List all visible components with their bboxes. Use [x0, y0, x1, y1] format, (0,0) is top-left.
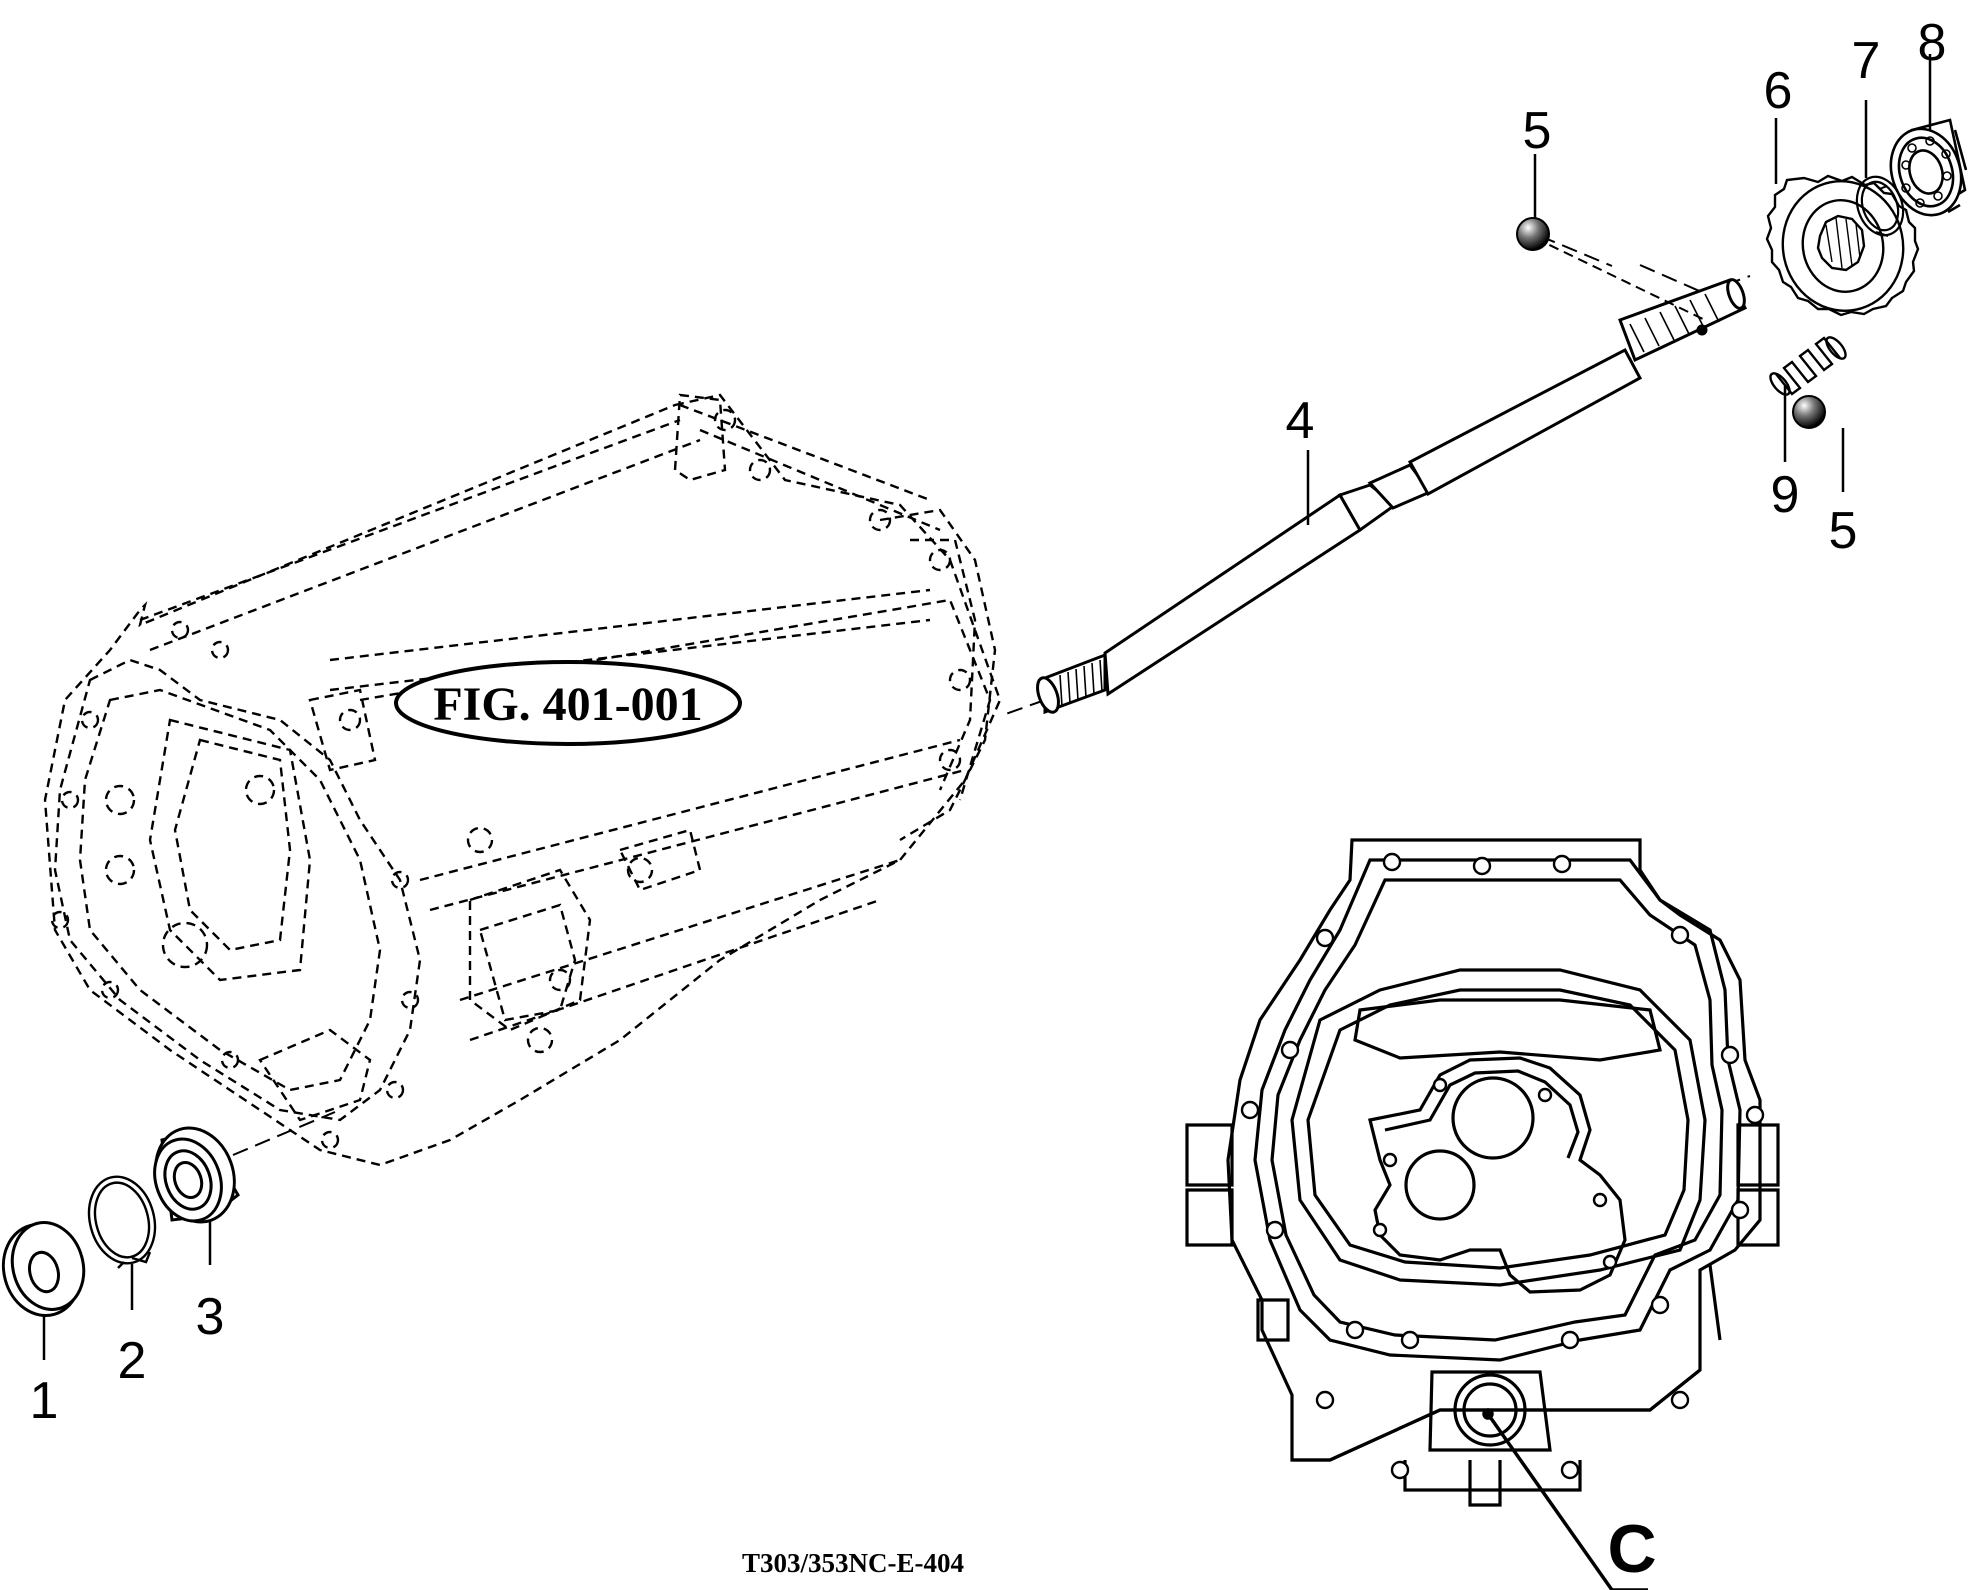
- callout-3: 3: [196, 1288, 225, 1346]
- callout-5-top: 5: [1523, 102, 1552, 160]
- drawing-code: T303/353NC-E-404: [742, 1548, 964, 1578]
- part-2-snap-ring: [87, 1175, 157, 1269]
- housing-view-c: [1185, 838, 1780, 1507]
- part-5-ball-bottom: [1792, 395, 1826, 429]
- figure-reference-callout: FIG. 401-001: [394, 660, 742, 746]
- part-6-gear: [1765, 174, 1920, 317]
- part-1-seal: [1, 1221, 86, 1318]
- callout-9: 9: [1771, 466, 1800, 524]
- callout-7: 7: [1852, 32, 1881, 90]
- callout-8: 8: [1918, 14, 1947, 72]
- part-3-bearing: [153, 1126, 240, 1224]
- callout-4: 4: [1286, 392, 1315, 450]
- part-8-bearing: [1889, 118, 1968, 217]
- callout-leaders: [42, 54, 1932, 1360]
- view-c-leader: [1482, 1408, 1648, 1590]
- callout-numbers: 1 2 3 4 5 5 6 7 8 9: [30, 14, 1947, 1430]
- ball-top-leader: [1534, 237, 1706, 321]
- part-5-ball-top: [1516, 217, 1550, 251]
- callout-5-bottom: 5: [1829, 502, 1858, 560]
- view-c-label: C: [1607, 1511, 1656, 1587]
- callout-1: 1: [30, 1372, 59, 1430]
- transmission-case-phantom: [43, 393, 1002, 1167]
- callout-6: 6: [1764, 62, 1793, 120]
- housing-view-c-bolt-holes: [1240, 852, 1765, 1480]
- part-9-spring: [1769, 336, 1847, 396]
- figure-reference-text: FIG. 401-001: [433, 678, 702, 731]
- callout-2: 2: [118, 1332, 147, 1390]
- part-4-shaft: [1036, 278, 1748, 715]
